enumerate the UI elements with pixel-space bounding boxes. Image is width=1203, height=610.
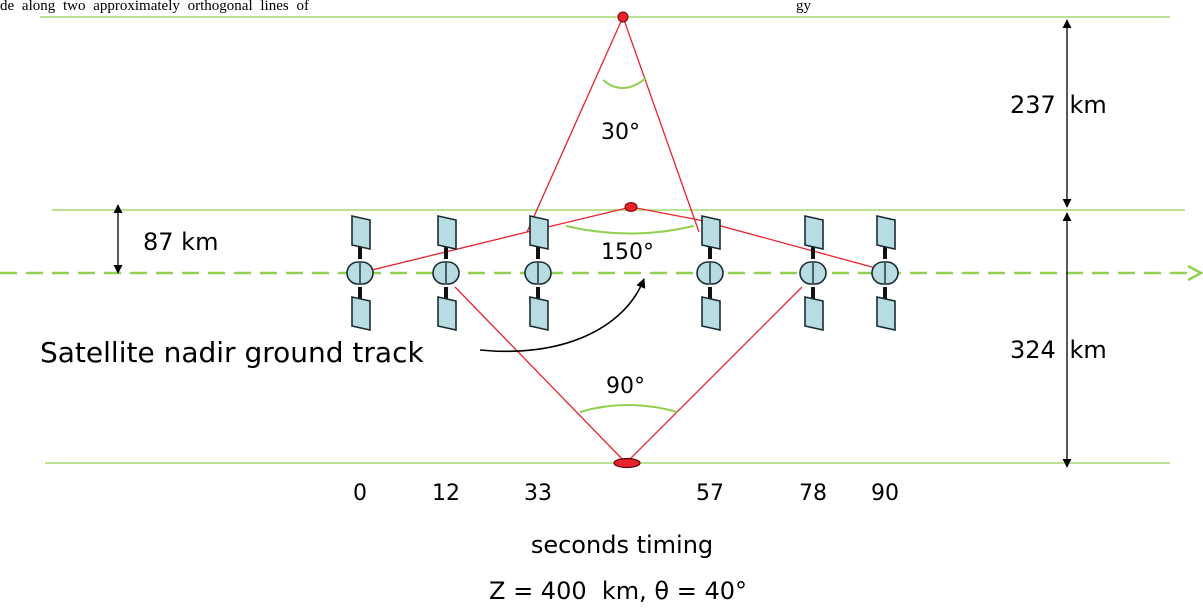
angle-arc-bottom bbox=[579, 404, 678, 413]
target-point-bottom bbox=[613, 457, 641, 469]
angle-label-middle: 150° bbox=[601, 240, 654, 265]
target-point-top bbox=[617, 11, 629, 23]
satellite-icon bbox=[696, 215, 724, 331]
target-point-middle bbox=[624, 202, 638, 212]
angle-label-bottom: 90° bbox=[606, 374, 645, 399]
satellite-icon bbox=[799, 215, 827, 331]
ground-track-arrowhead bbox=[1187, 264, 1203, 282]
dimension-label-left: 87 km bbox=[143, 228, 218, 256]
time-label: 33 bbox=[524, 481, 552, 506]
satellite-icon bbox=[524, 215, 552, 331]
time-label: 57 bbox=[696, 481, 724, 506]
satellite-icon bbox=[432, 215, 460, 331]
ground-track-callout-arrow bbox=[479, 278, 646, 353]
time-label: 78 bbox=[799, 481, 827, 506]
dimension-label-bottom: 324 km bbox=[1010, 336, 1107, 364]
header-text-right: gy bbox=[796, 0, 812, 14]
time-label: 12 bbox=[432, 481, 460, 506]
time-label: 0 bbox=[353, 481, 367, 506]
angle-label-top: 30° bbox=[601, 120, 640, 145]
time-label: 90 bbox=[871, 481, 899, 506]
angle-arc-middle bbox=[565, 225, 695, 235]
footer-params: Z = 400 km, θ = 40° bbox=[489, 577, 747, 605]
header-text: de along two approximately orthogonal li… bbox=[0, 0, 309, 14]
satellite-icon bbox=[346, 215, 374, 331]
x-axis-label: seconds timing bbox=[531, 531, 713, 559]
dimension-label-top: 237 km bbox=[1010, 91, 1107, 119]
timing-labels: 0 12 33 57 78 90 bbox=[353, 481, 899, 506]
angle-arc-top bbox=[602, 77, 647, 89]
ground-track-label: Satellite nadir ground track bbox=[40, 336, 424, 369]
satellite-icon bbox=[871, 215, 899, 331]
